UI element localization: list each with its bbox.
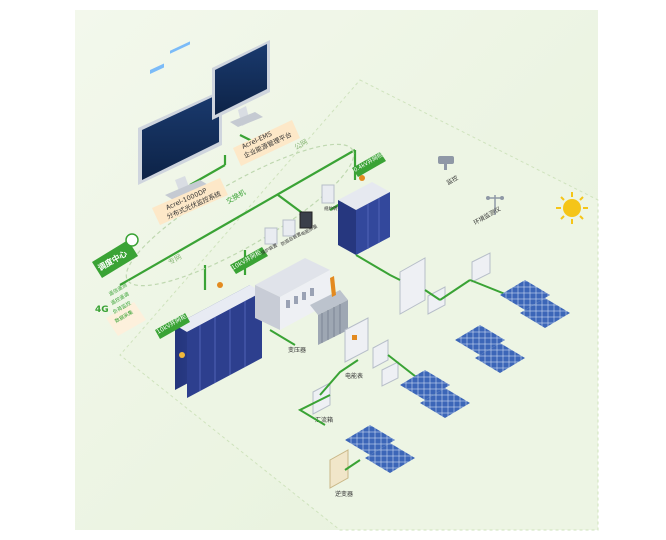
combiner-label: 汇流箱 [315,416,333,424]
pv-array [345,425,415,473]
device4-label: 规约转换 [324,205,342,212]
field-plane [119,79,599,531]
device-1 [264,227,278,245]
pv-array [455,325,525,373]
device-2 [282,219,296,237]
transformer: 变压器 [288,276,348,354]
pv-array [500,280,570,328]
monitor-right [212,40,270,127]
monitor-left-label-bg [152,178,228,225]
sun-icon [556,192,588,224]
4g-badge: 4G [95,305,109,315]
public-network-cloud [125,143,355,287]
signal-icon [125,233,139,247]
device-4 [321,184,335,204]
device-3 [299,211,313,229]
pv-array-group [345,280,570,473]
pv-array [400,370,470,418]
transformer-label: 变压器 [288,346,306,354]
monitor-right-label-bg [233,120,300,166]
inverter-label: 逆变器 [335,490,353,498]
meter-label: 电能表 [345,372,363,380]
field-boxes: 电能表 汇流箱 逆变器 [312,252,491,498]
